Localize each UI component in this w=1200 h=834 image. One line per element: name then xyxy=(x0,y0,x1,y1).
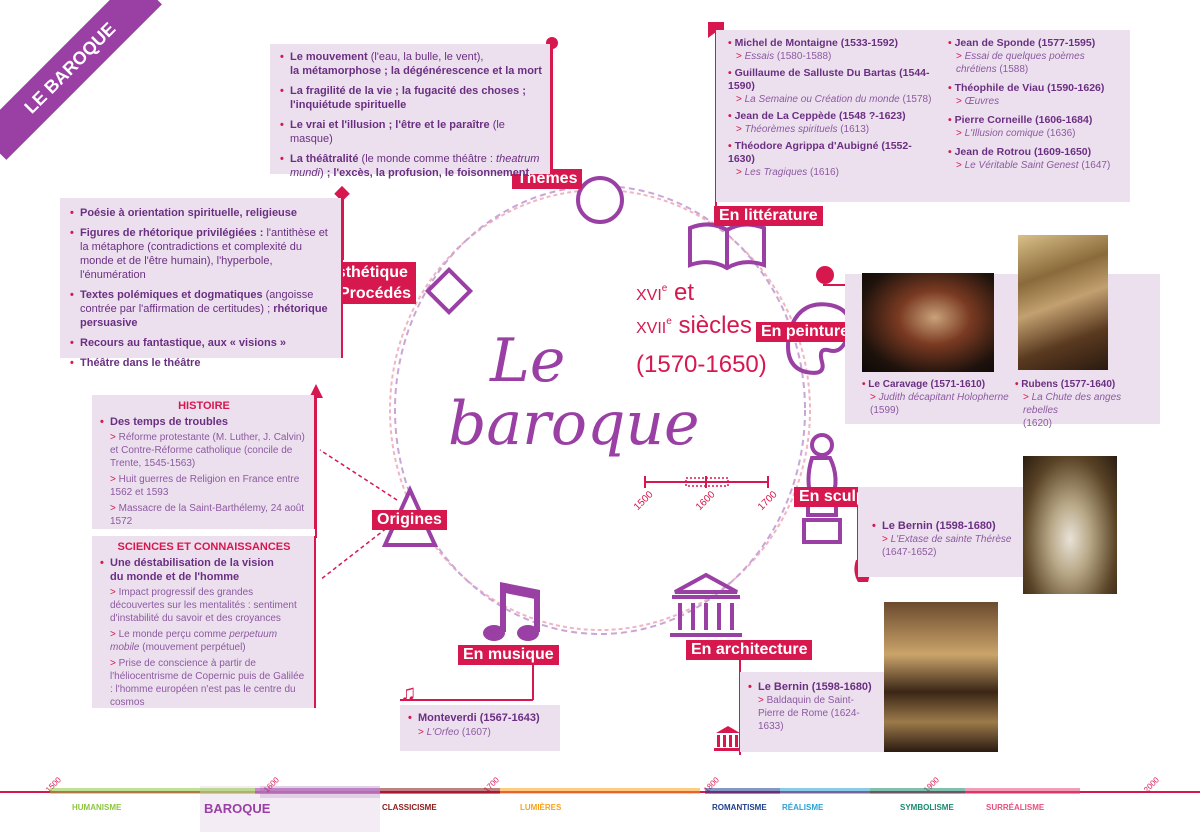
sciences-box: SCIENCES ET CONNAISSANCES Une déstabilis… xyxy=(92,536,316,708)
themes-box: Le mouvement (l'eau, la bulle, le vent),… xyxy=(270,44,552,179)
diamond-icon xyxy=(424,266,474,316)
centuries-line1: XVIe et xyxy=(636,279,695,306)
author-item: • Théophile de Viau (1590-1626)> Œuvres xyxy=(948,82,1105,107)
tag-musique: En musique xyxy=(458,645,559,665)
tag-origines: Origines xyxy=(372,510,447,530)
litterature-box: • Michel de Montaigne (1533-1592)> Essai… xyxy=(716,30,1130,202)
musique-box: Monteverdi (1567-1643)> L'Orfeo (1607) xyxy=(400,705,560,751)
baldaquin-photo xyxy=(884,602,998,752)
timeline-bar-8 xyxy=(965,788,1080,794)
tag-peinture: En peinture xyxy=(756,322,855,342)
timeline-bar-5 xyxy=(705,788,780,794)
caravage-item: • Le Caravage (1571-1610) > Judith décap… xyxy=(862,379,1009,416)
tag-architecture: En architecture xyxy=(686,640,813,660)
book-icon xyxy=(688,222,766,271)
timeline-bar-2 xyxy=(255,788,380,794)
architecture-work: > Baldaquin de Saint-Pierre de Rome (162… xyxy=(758,695,860,732)
movement-lumieres: LUMIÈRES xyxy=(520,803,562,812)
esthetique-box: Poésie à orientation spirituelle, religi… xyxy=(60,198,343,370)
esthetique-item: Théâtre dans le théâtre xyxy=(70,356,333,370)
extase-photo xyxy=(1023,456,1117,594)
esthetique-item: Recours au fantastique, aux « visions » xyxy=(70,336,333,350)
sciences-item: > Le monde perçu comme perpetuum mobile … xyxy=(110,629,278,653)
timeline-bar-7 xyxy=(870,788,965,794)
esthetique-pin-icon xyxy=(334,185,350,202)
author-item: • Jean de La Ceppède (1548 ?-1623)> Théo… xyxy=(728,110,906,135)
tag-litterature: En littérature xyxy=(714,206,823,226)
temple-icon xyxy=(670,572,742,637)
sculpture-work: > L'Extase de sainte Thérèse(1647-1652) xyxy=(882,534,1012,558)
author-item: • Jean de Sponde (1577-1595)> Essai de q… xyxy=(948,37,1096,75)
sculpture-item: Le Bernin (1598-1680) xyxy=(872,519,1017,533)
histoire-head: Des temps de troubles xyxy=(100,415,308,429)
movement-realisme: RÉALISME xyxy=(782,803,824,812)
musique-item: Monteverdi (1567-1643)> L'Orfeo (1607) xyxy=(408,711,552,739)
music-note-icon xyxy=(483,582,540,641)
origines-pin-icon xyxy=(309,384,323,398)
architecture-item: Le Bernin (1598-1680) xyxy=(748,680,878,694)
movement-symbolisme: SYMBOLISME xyxy=(900,803,954,812)
centuries-range: (1570-1650) xyxy=(636,351,767,378)
orbit-ring-pink xyxy=(389,189,811,631)
movement-humanisme: HUMANISME xyxy=(72,803,122,812)
esthetique-item: Poésie à orientation spirituelle, religi… xyxy=(70,206,333,220)
music-small-icon: ♫ xyxy=(400,680,417,705)
timeline-bar-1 xyxy=(50,788,255,794)
theme-item: La théâtralité (le monde comme théâtre :… xyxy=(280,152,542,180)
statue-icon xyxy=(802,433,842,544)
sciences-item: > Prise de conscience à partir de l'héli… xyxy=(110,658,305,708)
centuries-line2: XVIIe siècles xyxy=(636,312,752,339)
sciences-title: SCIENCES ET CONNAISSANCES xyxy=(117,541,291,553)
palette-pin-icon xyxy=(816,266,834,284)
theme-item: Le vrai et l'illusion ; l'être et le par… xyxy=(280,118,542,146)
theme-item: La fragilité de la vie ; la fugacité des… xyxy=(280,84,542,112)
rubens-painting xyxy=(1018,235,1108,370)
author-item: • Jean de Rotrou (1609-1650)> Le Véritab… xyxy=(948,146,1111,171)
main-title-line2: baroque xyxy=(448,389,700,459)
histoire-title: HISTOIRE xyxy=(178,400,230,412)
movement-baroque: BAROQUE xyxy=(204,801,271,816)
sciences-item: > Impact progressif des grandes découver… xyxy=(110,587,297,624)
temple-small-icon xyxy=(714,726,742,751)
main-title-line1: Le xyxy=(490,326,566,396)
sculpture-box: Le Bernin (1598-1680) > L'Extase de sain… xyxy=(858,487,1023,577)
caravage-painting xyxy=(862,273,994,372)
movement-romantisme: ROMANTISME xyxy=(712,803,767,812)
author-item: • Michel de Montaigne (1533-1592)> Essai… xyxy=(728,37,898,62)
timeline-bar-3 xyxy=(380,788,500,794)
histoire-item: > Huit guerres de Religion en France ent… xyxy=(110,474,300,498)
palette-icon xyxy=(786,302,852,375)
histoire-item: > Réforme protestante (M. Luther, J. Cal… xyxy=(110,432,305,469)
movement-surrealisme: SURRÉALISME xyxy=(986,803,1045,812)
histoire-item: > Massacre de la Saint-Barthélemy, 24 ao… xyxy=(110,503,305,527)
movement-classicisme: CLASSICISME xyxy=(382,803,437,812)
author-item: • Guillaume de Salluste Du Bartas (1544-… xyxy=(728,67,932,105)
author-item: • Théodore Agrippa d'Aubigné (1552-1630)… xyxy=(728,140,912,178)
rubens-item: • Rubens (1577-1640) > La Chute des ange… xyxy=(1015,379,1122,429)
architecture-box: Le Bernin (1598-1680) > Baldaquin de Sai… xyxy=(740,672,884,752)
timeline-bar-4 xyxy=(500,788,700,794)
author-item: • Pierre Corneille (1606-1684)> L'Illusi… xyxy=(948,114,1093,139)
histoire-box: HISTOIRE Des temps de troubles > Réforme… xyxy=(92,395,316,529)
esthetique-item: Figures de rhétorique privilégiées : l'a… xyxy=(70,226,333,282)
theme-item: Le mouvement (l'eau, la bulle, le vent),… xyxy=(280,50,542,78)
timeline-bar-6 xyxy=(780,788,870,794)
esthetique-item: Textes polémiques et dogmatiques (angois… xyxy=(70,288,333,330)
themes-circle-icon xyxy=(576,176,624,224)
